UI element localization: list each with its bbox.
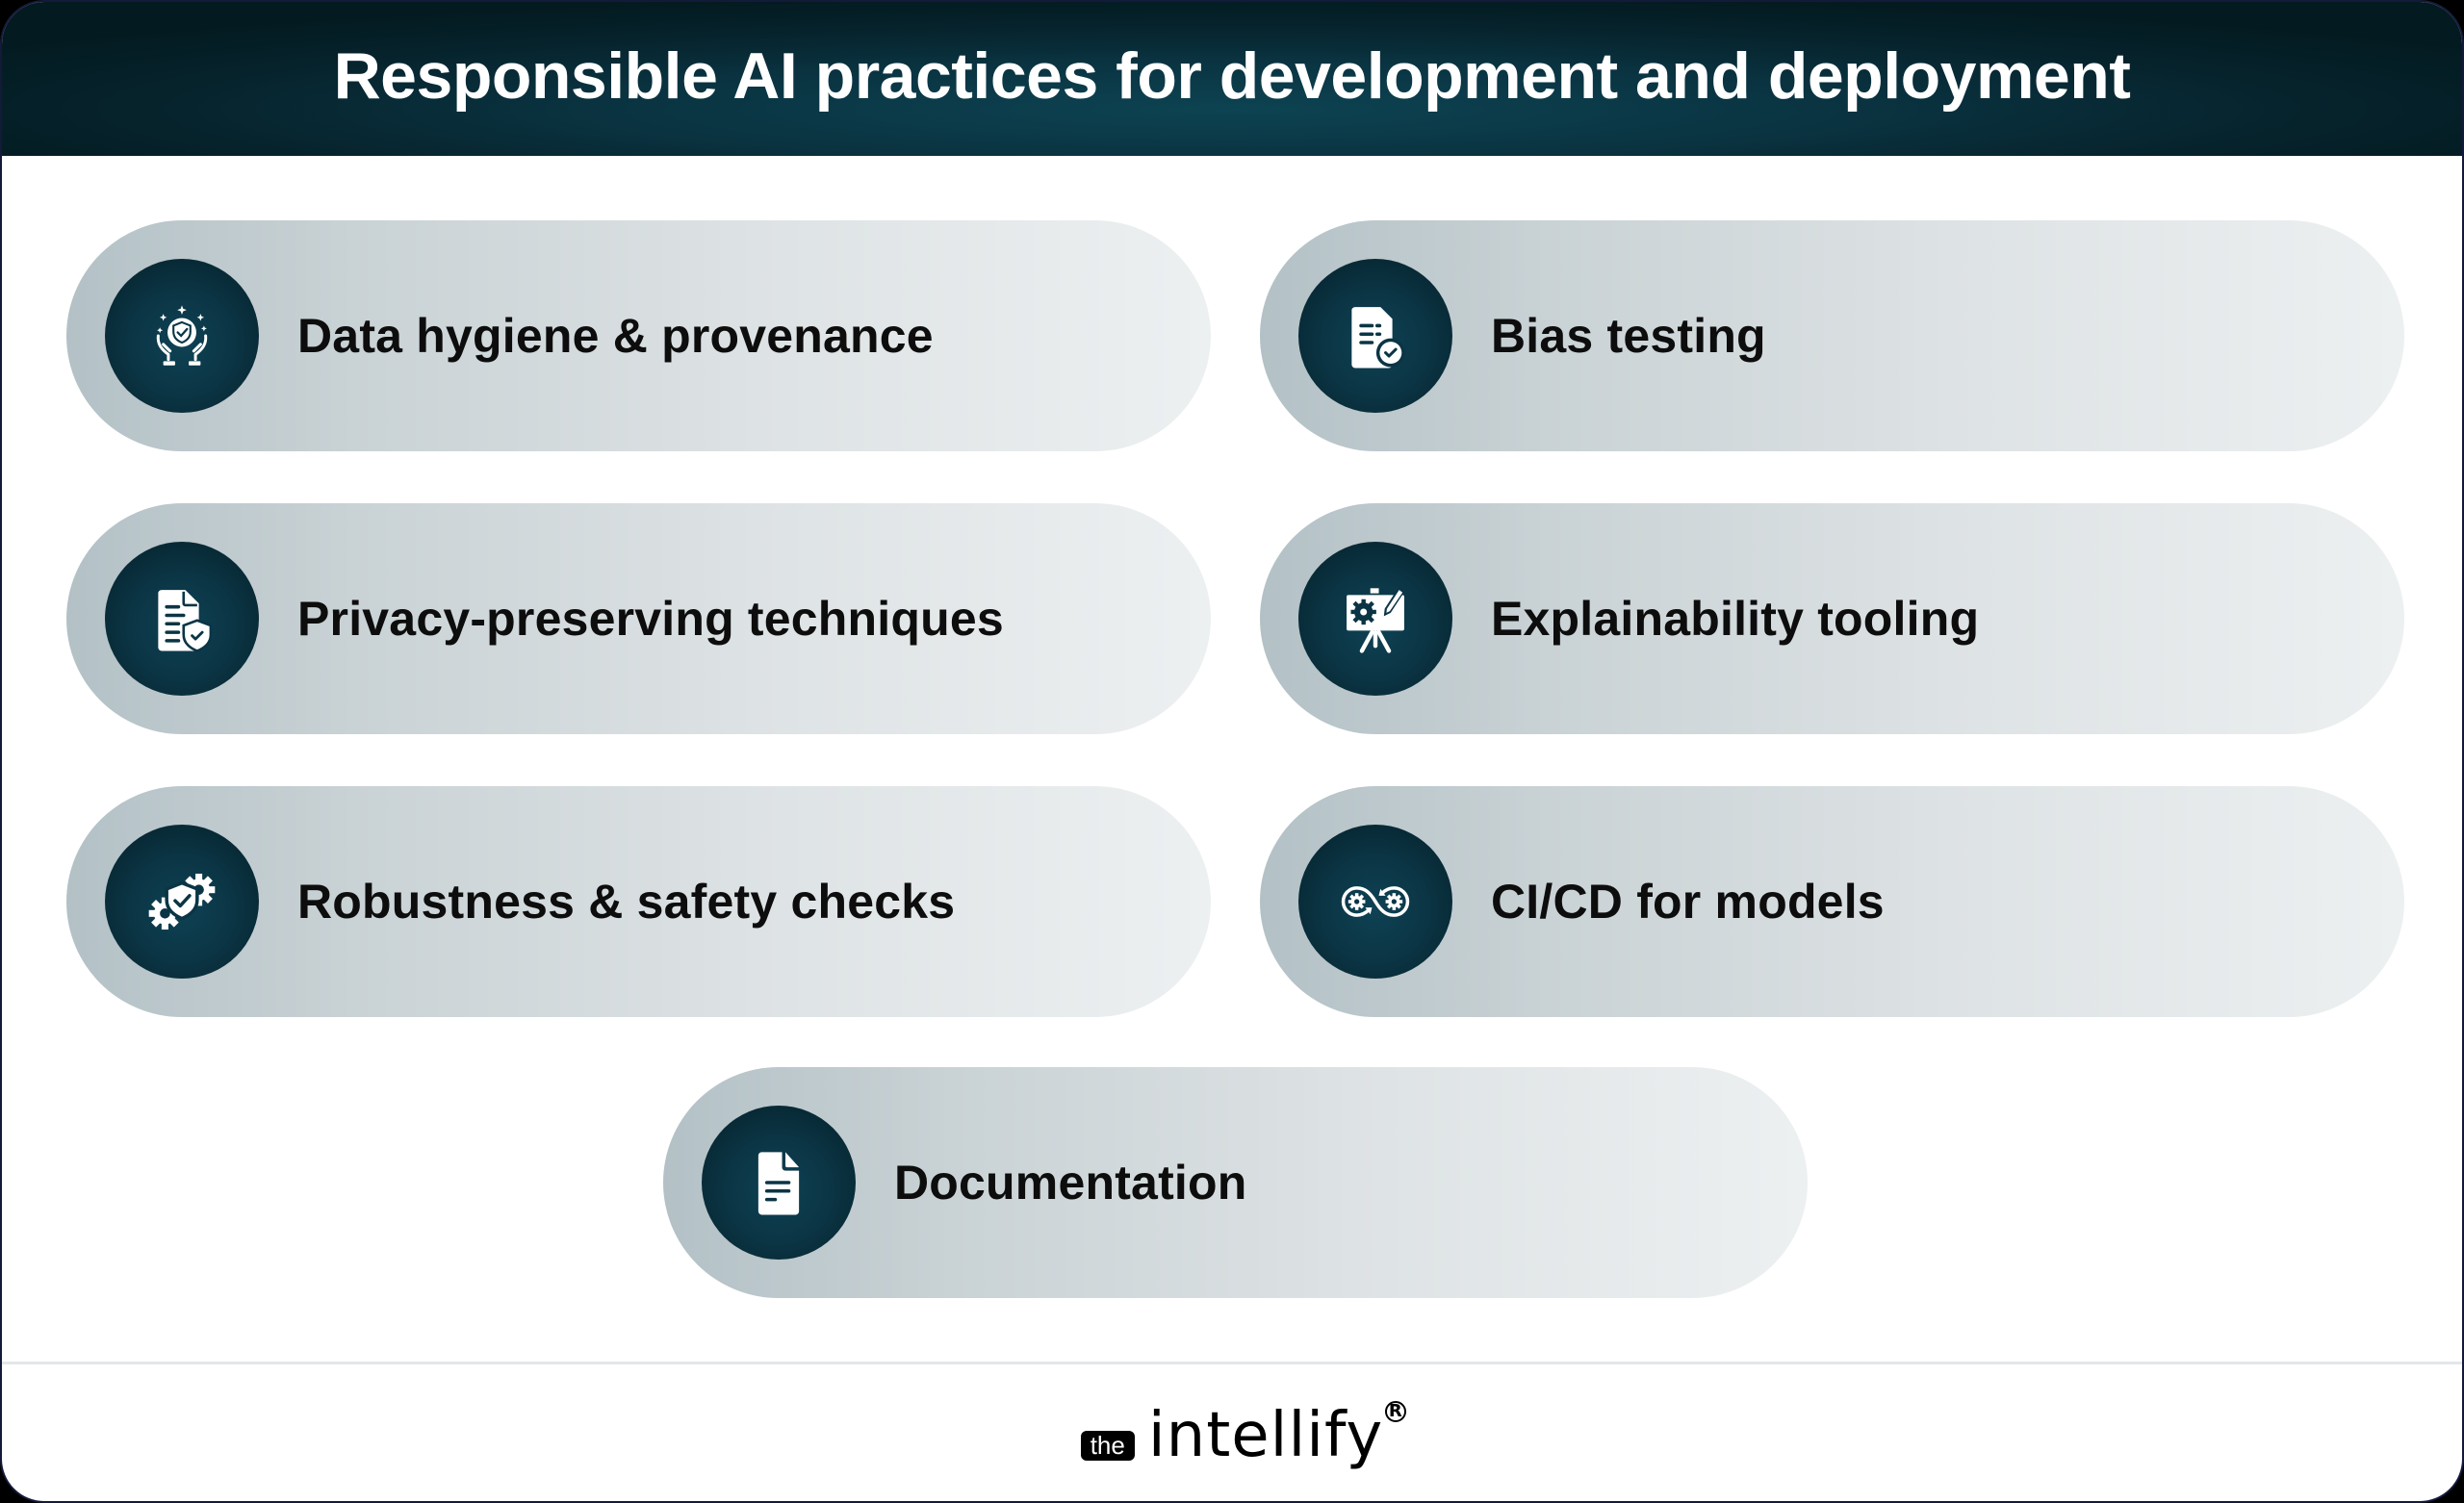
practice-label: Robustness & safety checks [297,875,956,929]
gears-shield-check-icon [148,873,216,930]
footer-divider [2,1362,2462,1364]
icon-badge [105,259,259,413]
document-shield-icon [158,590,213,652]
icon-badge [105,825,259,979]
practice-item-cicd: CI/CD for models [1260,786,2404,1017]
page-title: Responsible AI practices for development… [333,39,2131,113]
registered-mark-icon: R [1385,1401,1407,1422]
header-banner [2,2,2462,156]
practice-item-robustness: Robustness & safety checks [66,786,1211,1017]
practice-label: Data hygiene & provenance [297,309,934,363]
icon-badge [702,1106,856,1260]
document-check-icon [1351,307,1405,369]
logo-wordmark: intellify R [1148,1401,1407,1466]
icon-badge [1298,542,1452,696]
practice-item-bias-testing: Bias testing [1260,220,2404,451]
practice-label: Explainability tooling [1491,592,1980,646]
icon-badge [1298,259,1452,413]
infinity-loop-gears-icon [1341,886,1410,917]
brand-logo: the intellify R [2,1388,2462,1484]
hands-shield-check-icon [156,305,208,366]
practice-label: Privacy-preserving techniques [297,592,1004,646]
practice-item-documentation: Documentation [663,1067,1808,1298]
document-icon [757,1152,800,1215]
logo-word-text: intellify [1147,1400,1384,1471]
practice-label: CI/CD for models [1491,875,1885,929]
practice-item-explainability: Explainability tooling [1260,503,2404,734]
logo-prefix-badge: the [1080,1430,1135,1461]
presentation-board-gear-pencil-icon [1347,586,1405,653]
practice-label: Documentation [894,1156,1247,1210]
icon-badge [105,542,259,696]
practice-item-privacy: Privacy-preserving techniques [66,503,1211,734]
practice-label: Bias testing [1491,309,1766,363]
icon-badge [1298,825,1452,979]
practice-item-data-hygiene: Data hygiene & provenance [66,220,1211,451]
